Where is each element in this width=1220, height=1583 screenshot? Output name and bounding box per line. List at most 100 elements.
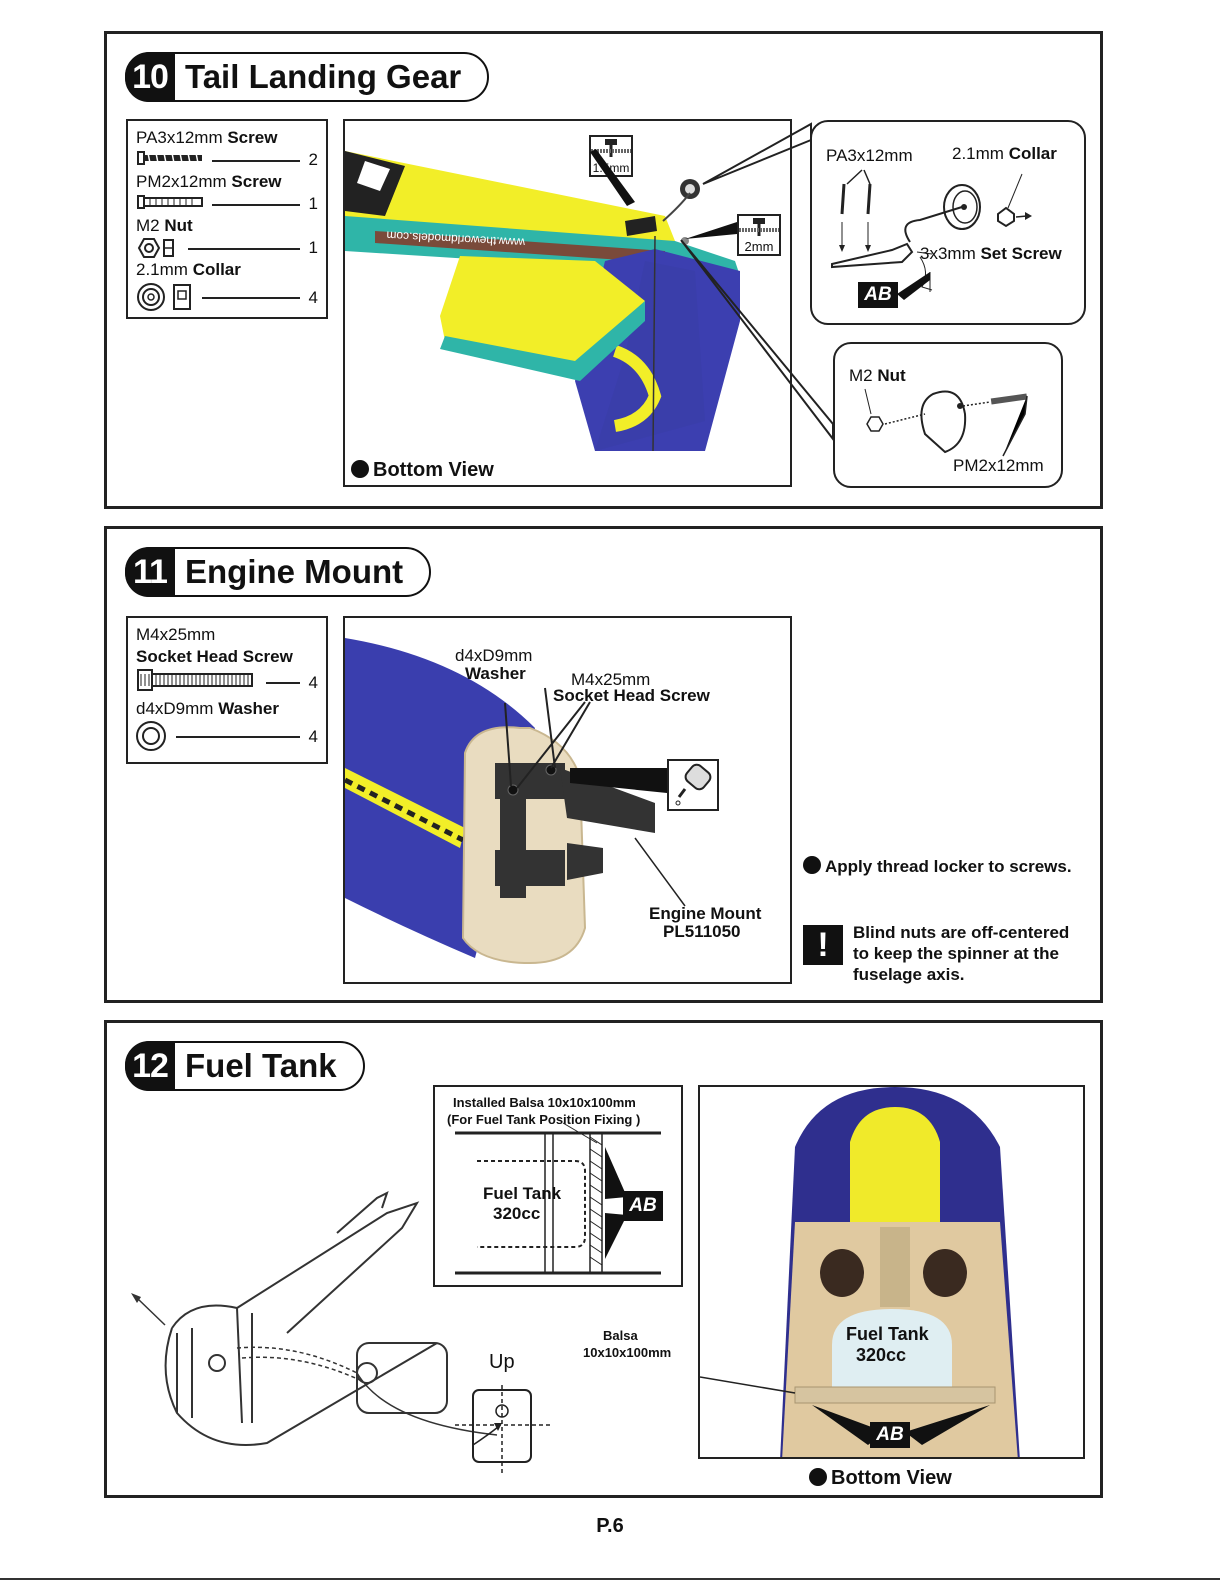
part-name: M4x25mm [136, 625, 216, 644]
screw-icon [137, 195, 203, 209]
warning-line: to keep the spinner at the [853, 944, 1059, 963]
setscrew-size: 3x3mm [920, 244, 976, 263]
washer-label: Washer [465, 664, 526, 683]
part-qty: 2 [308, 150, 318, 169]
washer-size-label: d4xD9mm [455, 646, 533, 665]
nut-label: M2 Nut [849, 366, 906, 386]
part-qty: 4 [308, 673, 318, 692]
fuel-tank-photo: Fuel Tank 320cc AB [698, 1085, 1085, 1459]
collar-type: Collar [1008, 144, 1057, 163]
parts-list: M4x25mm Socket Head Screw 4 d4xD9mm Wash… [126, 616, 328, 764]
part-icon-row: 4 [136, 281, 318, 315]
part-icon-row: 1 [136, 193, 318, 215]
drill-bit-icon [739, 218, 779, 236]
part-row: 2.1mm Collar [136, 259, 318, 281]
bullet-icon [803, 856, 821, 874]
part-qty: 1 [308, 238, 318, 257]
up-label: Up [489, 1351, 515, 1373]
leader-line [202, 297, 300, 299]
step-number: 11 [125, 547, 175, 597]
screw-label: Socket Head Screw [553, 686, 710, 705]
part-type: Collar [192, 260, 241, 279]
balsa-position-diagram: Installed Balsa 10x10x100mm (For Fuel Ta… [433, 1085, 683, 1287]
part-name: PA3x12mm [136, 128, 223, 147]
leader-line [266, 682, 300, 684]
drill-icon: 2mm [737, 214, 781, 256]
page-bottom-rule [0, 1578, 1220, 1580]
caption-text: Bottom View [373, 459, 494, 481]
balsa-size: 10x10x100mm [583, 1345, 672, 1360]
step-title: 10 Tail Landing Gear [125, 52, 490, 102]
screw-size-label: M4x25mm [571, 670, 651, 689]
step-heading: Fuel Tank [185, 1047, 337, 1084]
part-qty: 1 [308, 194, 318, 213]
collar-assembly-drawing [831, 169, 1032, 300]
leader-line [188, 248, 300, 250]
part-type: Screw [227, 128, 278, 147]
note-text: Apply thread locker to screws. [825, 857, 1072, 876]
fuselage-tank-drawing [131, 1191, 498, 1446]
engine-mount-illustration [345, 618, 790, 982]
socket-screw-icon [137, 669, 253, 691]
part-icon-row: 1 [136, 237, 318, 259]
tail-photo: www.theworldmodels.com 1.5mm 2mm Bottom … [343, 119, 792, 487]
tank-section-drawing [455, 1122, 661, 1275]
step-title: 12 Fuel Tank [125, 1041, 365, 1091]
part-name: 2.1mm [136, 260, 188, 279]
screw-icon [137, 151, 202, 165]
warning-note: Blind nuts are off-centered to keep the … [853, 922, 1069, 985]
caption-text: Bottom View [831, 1467, 952, 1489]
warning-line: Blind nuts are off-centered [853, 923, 1070, 942]
step-number: 12 [125, 1041, 175, 1091]
diagram-title: Installed Balsa 10x10x100mm [453, 1095, 636, 1110]
leader-line [212, 204, 300, 206]
nut-type: Nut [877, 366, 906, 385]
wheel-pant-drawing [864, 388, 1028, 457]
screw-label: PM2x12mm [953, 456, 1044, 475]
warning-icon: ! [803, 925, 843, 965]
epoxy-glue-icon: AB [870, 1422, 910, 1448]
bullet-icon [351, 460, 369, 478]
epoxy-glue-icon: AB [623, 1191, 663, 1221]
part-qty: 4 [308, 727, 318, 746]
wheel-pant-detail-callout: M2 Nut PM2x12mm [833, 342, 1063, 488]
part-type: Socket Head Screw [136, 647, 293, 666]
view-caption: Bottom View [809, 1467, 952, 1490]
page-number: P.6 [596, 1515, 624, 1537]
tank-cap-orientation-drawing [455, 1385, 551, 1473]
tank-capacity: 320cc [493, 1204, 541, 1223]
setscrew-type: Set Screw [980, 244, 1062, 263]
step-heading: Tail Landing Gear [185, 58, 462, 95]
part-row: d4xD9mm Washer [136, 698, 318, 720]
part-qty: 4 [308, 288, 318, 307]
washer-icon [136, 721, 166, 751]
engine-mount-label: Engine Mount [649, 904, 762, 923]
section-fuel-tank: 12 Fuel Tank Installed Balsa 10x10x100mm… [104, 1020, 1103, 1498]
part-type: Nut [164, 216, 193, 235]
thread-locker-icon [667, 759, 719, 811]
collar-label: 2.1mm Collar [952, 144, 1057, 164]
bullet-icon [809, 1468, 827, 1486]
part-name: M2 [136, 216, 160, 235]
engine-mount-code: PL511050 [663, 922, 741, 941]
parts-list: PA3x12mm Screw 2 PM2x12mm Screw 1 M2 Nut… [126, 119, 328, 319]
part-type: Screw [231, 172, 282, 191]
nut-icon [137, 238, 174, 258]
warning-line: fuselage axis. [853, 965, 965, 984]
part-row: PA3x12mm Screw [136, 127, 318, 149]
balsa-label: Balsa [603, 1328, 638, 1343]
setscrew-label: 3x3mm Set Screw [920, 244, 1062, 264]
nut-size: M2 [849, 366, 873, 385]
step-heading: Engine Mount [185, 553, 404, 590]
engine-mount-photo: d4xD9mm Washer M4x25mm Socket Head Screw… [343, 616, 792, 984]
collar-size: 2.1mm [952, 144, 1004, 163]
part-row: M2 Nut [136, 215, 318, 237]
leader-line [212, 160, 300, 162]
drill-bit-icon [591, 139, 631, 157]
section-engine-mount: 11 Engine Mount M4x25mm Socket Head Scre… [104, 526, 1103, 1003]
tail-photo-illustration: www.theworldmodels.com [345, 121, 790, 485]
drill-icon: 1.5mm [589, 135, 633, 177]
part-icon-row: 4 [136, 668, 318, 694]
diagram-subtitle: (For Fuel Tank Position Fixing ) [447, 1112, 641, 1127]
epoxy-glue-icon: AB [858, 282, 898, 308]
